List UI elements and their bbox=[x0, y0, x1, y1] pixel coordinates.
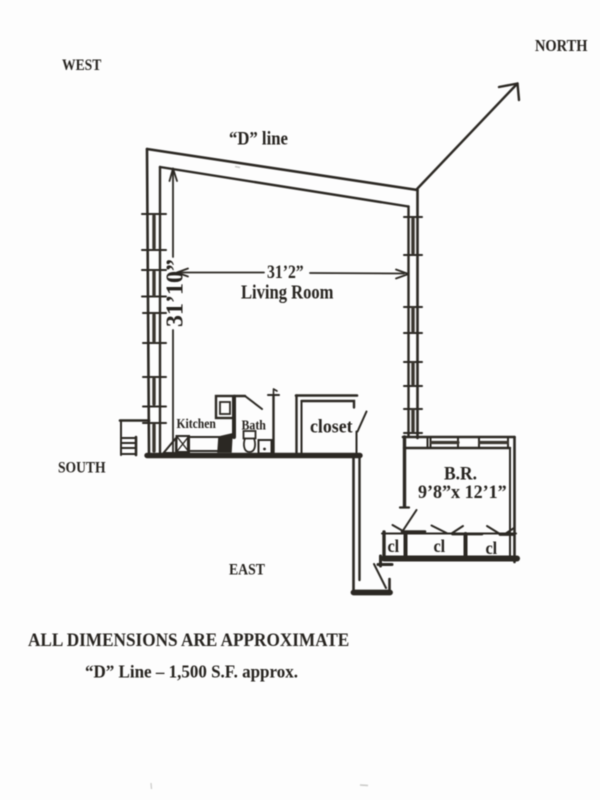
svg-text:WEST: WEST bbox=[62, 57, 101, 74]
svg-text:SOUTH: SOUTH bbox=[58, 460, 106, 477]
svg-text:cl: cl bbox=[486, 538, 498, 558]
svg-text:NORTH: NORTH bbox=[535, 37, 587, 55]
svg-text:9’8”x 12’1”: 9’8”x 12’1” bbox=[418, 482, 507, 504]
svg-text:Living Room: Living Room bbox=[241, 281, 333, 303]
svg-text:ALL DIMENSIONS ARE APPROXIMATE: ALL DIMENSIONS ARE APPROXIMATE bbox=[28, 629, 349, 650]
svg-text:EAST: EAST bbox=[229, 562, 265, 579]
svg-text:Kitchen: Kitchen bbox=[177, 416, 216, 431]
svg-text:31’10”: 31’10” bbox=[163, 259, 189, 327]
svg-text:B.R.: B.R. bbox=[444, 463, 477, 484]
svg-text:cl: cl bbox=[434, 536, 446, 556]
svg-text:cl: cl bbox=[388, 536, 400, 556]
svg-text:“D” Line – 1,500 S.F. approx.: “D” Line – 1,500 S.F. approx. bbox=[85, 661, 298, 682]
svg-text:“D” line: “D” line bbox=[229, 128, 288, 149]
svg-text:31’2”: 31’2” bbox=[267, 262, 304, 282]
svg-text:closet: closet bbox=[310, 416, 353, 437]
svg-text:Bath: Bath bbox=[242, 418, 266, 433]
